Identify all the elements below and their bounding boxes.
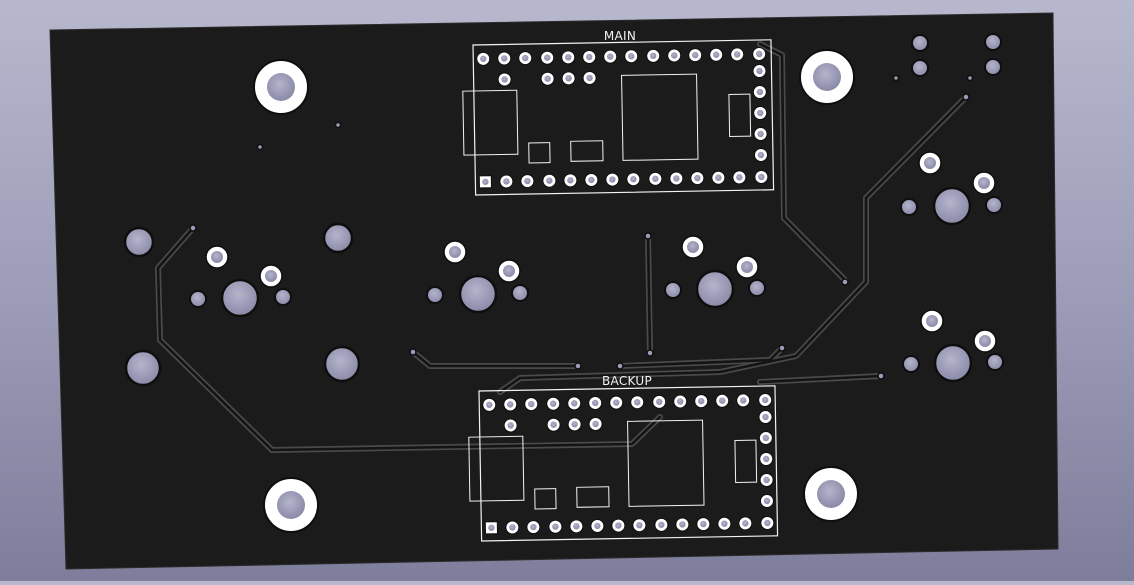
switch-footprint-4 [900,151,1003,226]
main-pin-header-bottom [478,169,769,189]
switch-footprint-2 [426,240,529,314]
main-pin-header-inner [497,70,597,87]
mounting-hole-bottom-left [263,477,319,533]
mounting-hole-top-left [253,59,309,115]
mounting-holes [253,49,859,533]
backup-pin-header-bottom [484,515,775,535]
vias [189,74,974,380]
main-controller-module[interactable] [462,39,775,196]
mounting-hole-bottom-right [803,466,859,522]
stabilizer-holes [123,222,361,387]
pcb-board[interactable] [49,12,1059,570]
backup-controller-module[interactable] [468,385,779,542]
switch-footprint-3 [664,235,766,309]
backup-module-label: BACKUP [602,374,652,388]
main-pin-square-inner [480,50,765,186]
switch-footprint-5 [902,309,1004,383]
switch-footprint-1 [189,245,292,318]
key-switch-footprints [189,33,1004,383]
switch-footprint-6-partial [911,33,1002,77]
backup-pin-inner [486,396,771,532]
main-module-label: MAIN [604,29,636,43]
mounting-hole-top-right [799,49,855,105]
